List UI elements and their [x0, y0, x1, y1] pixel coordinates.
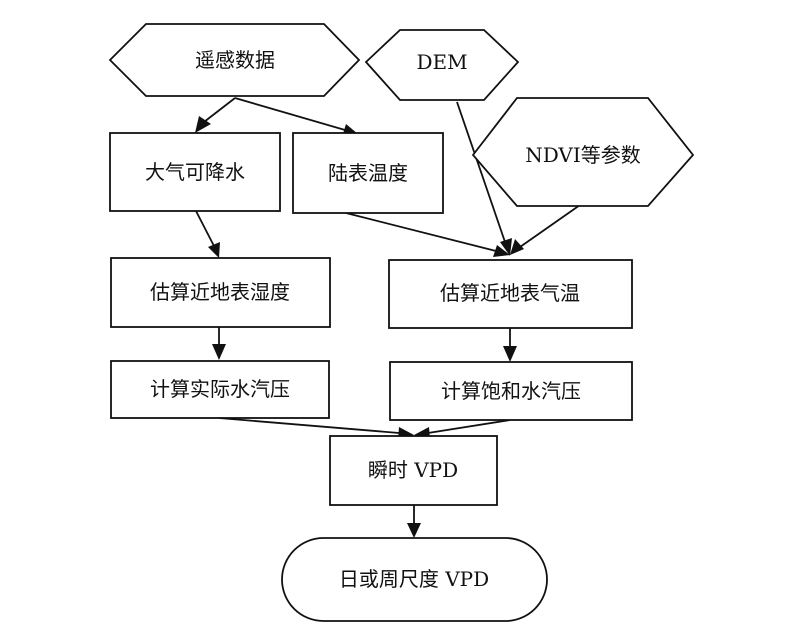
edge-dem-to-airtemp: [456, 101, 506, 243]
arrowhead: [503, 346, 517, 362]
arrowhead: [195, 116, 211, 133]
node-precipitable-water: 大气可降水: [109, 132, 281, 212]
node-near-surface-humidity: 估算近地表湿度: [110, 257, 331, 328]
node-land-surface-temp-label: 陆表温度: [328, 161, 408, 185]
node-instant-vpd: 瞬时 VPD: [329, 435, 498, 506]
node-remote-sensing: 遥感数据: [108, 23, 361, 97]
node-dem: DEM: [364, 29, 520, 101]
node-dem-label: DEM: [416, 50, 467, 74]
arrowhead: [493, 245, 510, 257]
edge-remote-to-precip: [203, 97, 236, 123]
arrowhead: [500, 238, 512, 256]
arrowhead: [212, 344, 226, 360]
node-daily-weekly-vpd-label: 日或周尺度 VPD: [339, 567, 489, 591]
arrowhead: [510, 239, 524, 255]
node-instant-vpd-label: 瞬时 VPD: [368, 458, 458, 482]
edge-lst-to-airtemp: [345, 212, 497, 252]
node-near-surface-air-temp-label: 估算近地表气温: [440, 281, 580, 305]
node-saturation-vapor-pressure: 计算饱和水汽压: [389, 361, 633, 421]
node-actual-vapor-pressure: 计算实际水汽压: [110, 360, 330, 419]
node-actual-vapor-pressure-label: 计算实际水汽压: [150, 377, 290, 401]
node-ndvi: NDVI等参数: [471, 97, 695, 207]
edges: [195, 97, 581, 538]
edge-actual-to-vpd: [218, 417, 400, 434]
node-land-surface-temp: 陆表温度: [292, 132, 444, 214]
arrowhead: [208, 242, 220, 258]
edge-saturation-to-vpd: [427, 419, 511, 434]
node-ndvi-label: NDVI等参数: [525, 143, 641, 167]
node-near-surface-air-temp: 估算近地表气温: [388, 259, 633, 329]
node-daily-weekly-vpd: 日或周尺度 VPD: [281, 537, 548, 622]
node-precipitable-water-label: 大气可降水: [145, 160, 245, 184]
node-remote-sensing-label: 遥感数据: [195, 48, 275, 72]
edge-precip-to-humidity: [195, 210, 215, 247]
edge-remote-to-lst: [234, 97, 346, 131]
node-saturation-vapor-pressure-label: 计算饱和水汽压: [441, 379, 581, 403]
edge-ndvi-to-airtemp: [519, 204, 581, 248]
arrowhead: [407, 523, 421, 538]
node-near-surface-humidity-label: 估算近地表湿度: [150, 280, 290, 304]
